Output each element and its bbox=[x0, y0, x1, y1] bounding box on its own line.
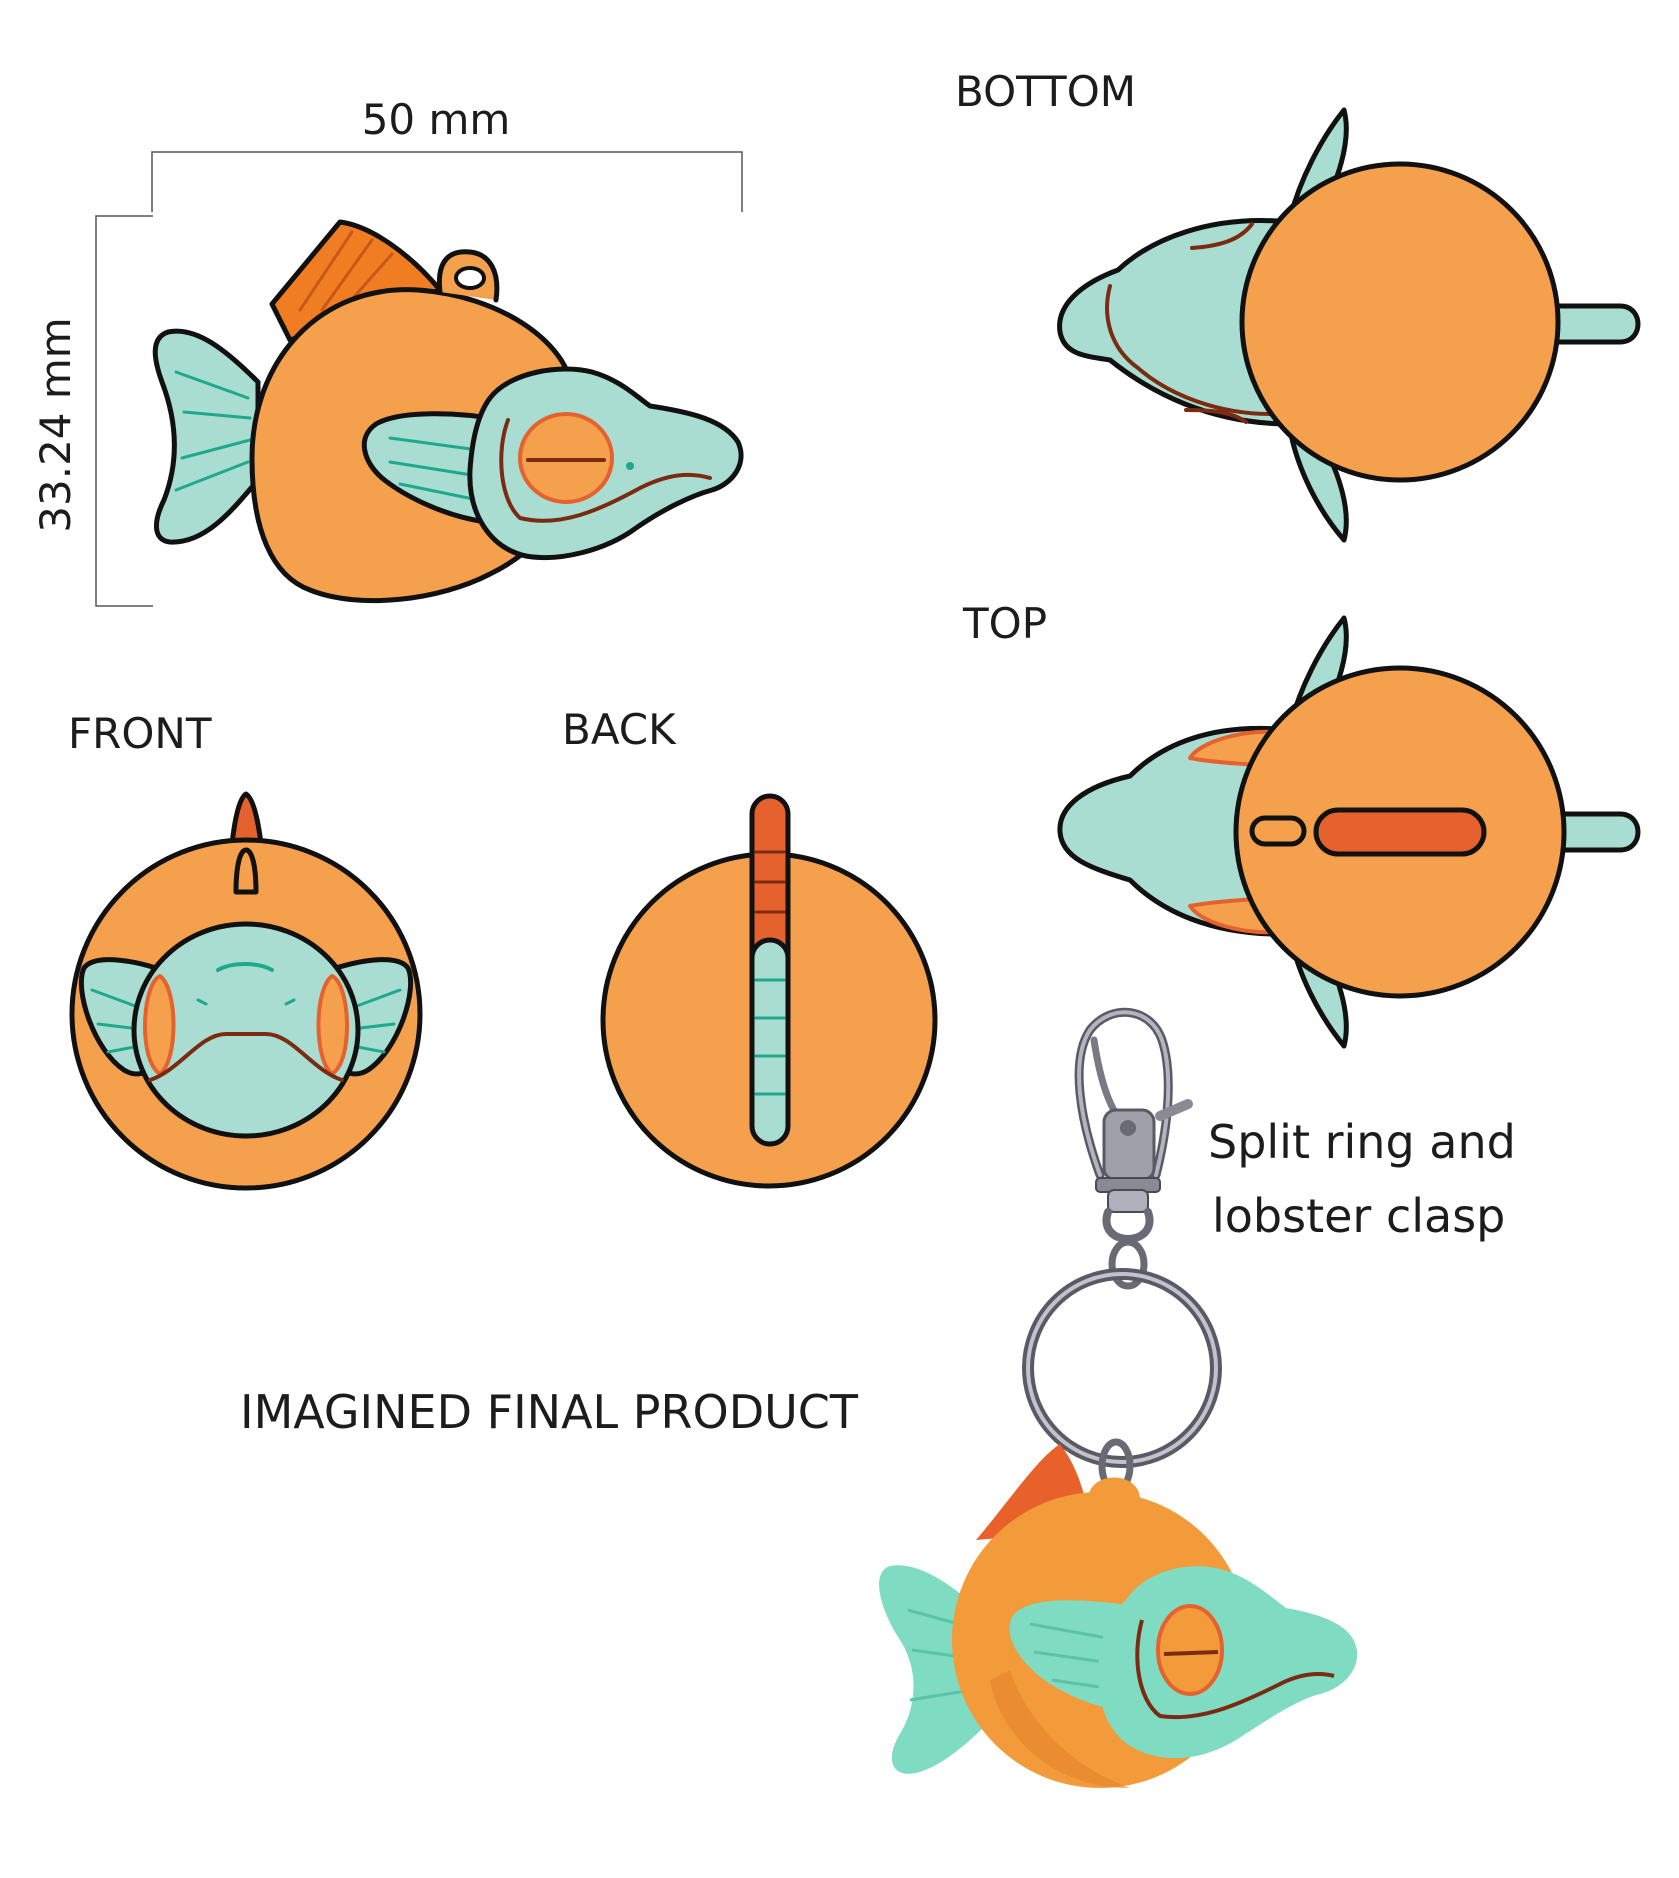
final-product-render bbox=[879, 1444, 1358, 1789]
final-eye bbox=[1156, 1604, 1224, 1696]
hardware-label-line1: Split ring and bbox=[1208, 1115, 1516, 1169]
clasp-lever bbox=[1155, 1099, 1193, 1121]
final-loop bbox=[1088, 1477, 1140, 1500]
swivel-loop bbox=[1102, 1208, 1154, 1243]
front-right-eye bbox=[316, 974, 349, 1076]
top-head bbox=[1057, 725, 1293, 937]
lobster-clasp bbox=[1022, 1007, 1222, 1494]
side-mouth-line bbox=[499, 418, 712, 523]
connector-ring bbox=[1108, 1238, 1148, 1290]
bottom-mouth-lines bbox=[1105, 222, 1272, 424]
front-mouth bbox=[148, 1032, 344, 1082]
dimension-lines bbox=[95, 151, 743, 607]
side-tail-fin bbox=[152, 328, 261, 545]
side-view bbox=[152, 219, 744, 604]
back-fin-stripes bbox=[754, 850, 786, 914]
front-dorsal-fin-base bbox=[233, 847, 259, 895]
final-eye-slit bbox=[1163, 1650, 1219, 1656]
height-dimension-label: 33.24 mm bbox=[31, 317, 80, 532]
height-dimension-line bbox=[95, 215, 153, 607]
side-nostril bbox=[626, 462, 634, 470]
top-dorsal-fin-small bbox=[1249, 815, 1307, 847]
final-product-label: IMAGINED FINAL PRODUCT bbox=[240, 1385, 859, 1439]
front-brow bbox=[216, 962, 274, 972]
top-dorsal-fin bbox=[1313, 807, 1487, 857]
front-fin-rays bbox=[90, 988, 402, 1054]
final-body-shade bbox=[990, 1670, 1130, 1789]
front-view bbox=[69, 791, 423, 1191]
top-view-label: TOP bbox=[962, 599, 1047, 648]
back-view-label: BACK bbox=[562, 705, 677, 754]
bottom-view bbox=[1057, 107, 1641, 543]
bottom-body bbox=[1239, 161, 1561, 483]
front-view-label: FRONT bbox=[68, 709, 212, 758]
back-tail-fin bbox=[749, 937, 791, 1147]
hardware-label-line2: lobster clasp bbox=[1212, 1189, 1505, 1243]
side-loop-hole bbox=[454, 266, 486, 290]
back-view bbox=[600, 793, 938, 1189]
back-tail-stripes bbox=[754, 978, 786, 1096]
swivel-barrel bbox=[1107, 1189, 1149, 1213]
width-dimension-line bbox=[151, 151, 743, 212]
front-left-eye bbox=[143, 974, 176, 1076]
bottom-head bbox=[1057, 218, 1293, 427]
top-tail-stub bbox=[1547, 811, 1641, 853]
clasp-metal bbox=[1077, 1010, 1171, 1177]
final-head bbox=[1097, 1566, 1358, 1759]
top-view bbox=[1057, 615, 1641, 1049]
clasp-rivet bbox=[1120, 1120, 1136, 1136]
bottom-view-label: BOTTOM bbox=[955, 67, 1136, 116]
front-face bbox=[131, 921, 361, 1139]
front-nostrils bbox=[196, 998, 296, 1006]
bottom-tail-stub bbox=[1547, 303, 1641, 345]
split-ring-highlight bbox=[1026, 1272, 1218, 1464]
final-mouth-line bbox=[1135, 1619, 1335, 1720]
side-tail-rays bbox=[174, 370, 252, 492]
side-pectoral-rays bbox=[388, 436, 480, 502]
width-dimension-label: 50 mm bbox=[362, 95, 511, 144]
